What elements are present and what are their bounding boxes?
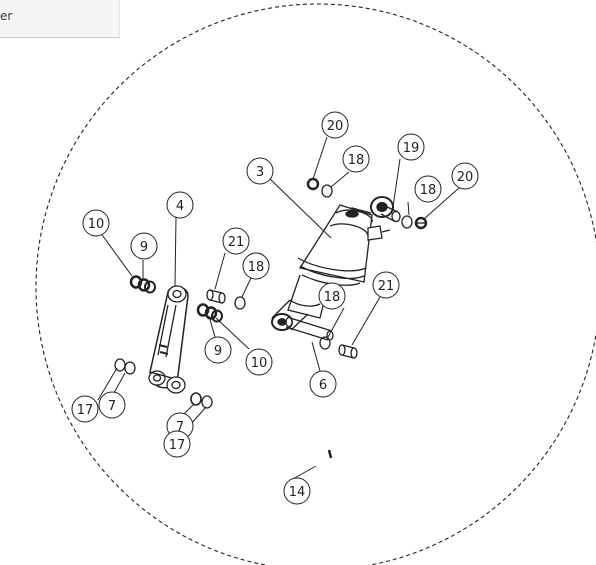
- callout-circles: [71, 111, 479, 505]
- washer-set-9-left: [129, 275, 156, 294]
- link-arm: [148, 285, 189, 394]
- bushing-21-right: [338, 344, 358, 359]
- washer-set-7-right: [190, 392, 213, 409]
- leader-lines: [97, 136, 461, 481]
- callout-7: 7: [176, 420, 184, 435]
- header-bar: er: [0, 0, 120, 38]
- callout-9: 9: [140, 240, 148, 255]
- callout-6: 6: [319, 378, 327, 393]
- callout-18: 18: [348, 153, 365, 168]
- callout-3: 3: [256, 165, 264, 180]
- callout-7: 7: [108, 399, 116, 414]
- callout-numbers: 20 18 3 19 18 20 10 9 4 21 18 18 21 9 10…: [77, 119, 474, 500]
- nut-20-top: [306, 177, 320, 191]
- callout-21: 21: [228, 235, 245, 250]
- washer-set-7-left: [114, 358, 136, 375]
- callout-9: 9: [214, 344, 222, 359]
- nut-20-right: [414, 216, 428, 230]
- bushing-21-left: [206, 289, 226, 304]
- washer-set-9-right: [196, 303, 223, 323]
- callout-21: 21: [378, 279, 395, 294]
- callout-10: 10: [88, 217, 105, 232]
- bushing-part-19: [380, 205, 401, 223]
- callout-18: 18: [420, 183, 437, 198]
- callout-20: 20: [327, 119, 344, 134]
- callout-10: 10: [251, 356, 268, 371]
- oring-18-far: [401, 215, 413, 229]
- shock-absorber: [271, 196, 394, 331]
- oring-18-top: [321, 184, 333, 198]
- callout-17: 17: [169, 438, 186, 453]
- callout-17: 17: [77, 403, 94, 418]
- oring-18-right: [319, 336, 331, 350]
- callout-20: 20: [457, 170, 474, 185]
- part-14-fragment: [327, 449, 333, 459]
- callout-4: 4: [176, 199, 184, 214]
- callout-18: 18: [324, 290, 341, 305]
- header-label: er: [0, 9, 13, 23]
- detail-boundary: [35, 3, 596, 565]
- callout-19: 19: [403, 141, 420, 156]
- callout-18: 18: [248, 260, 265, 275]
- oring-18-left: [234, 296, 246, 310]
- callout-14: 14: [289, 485, 306, 500]
